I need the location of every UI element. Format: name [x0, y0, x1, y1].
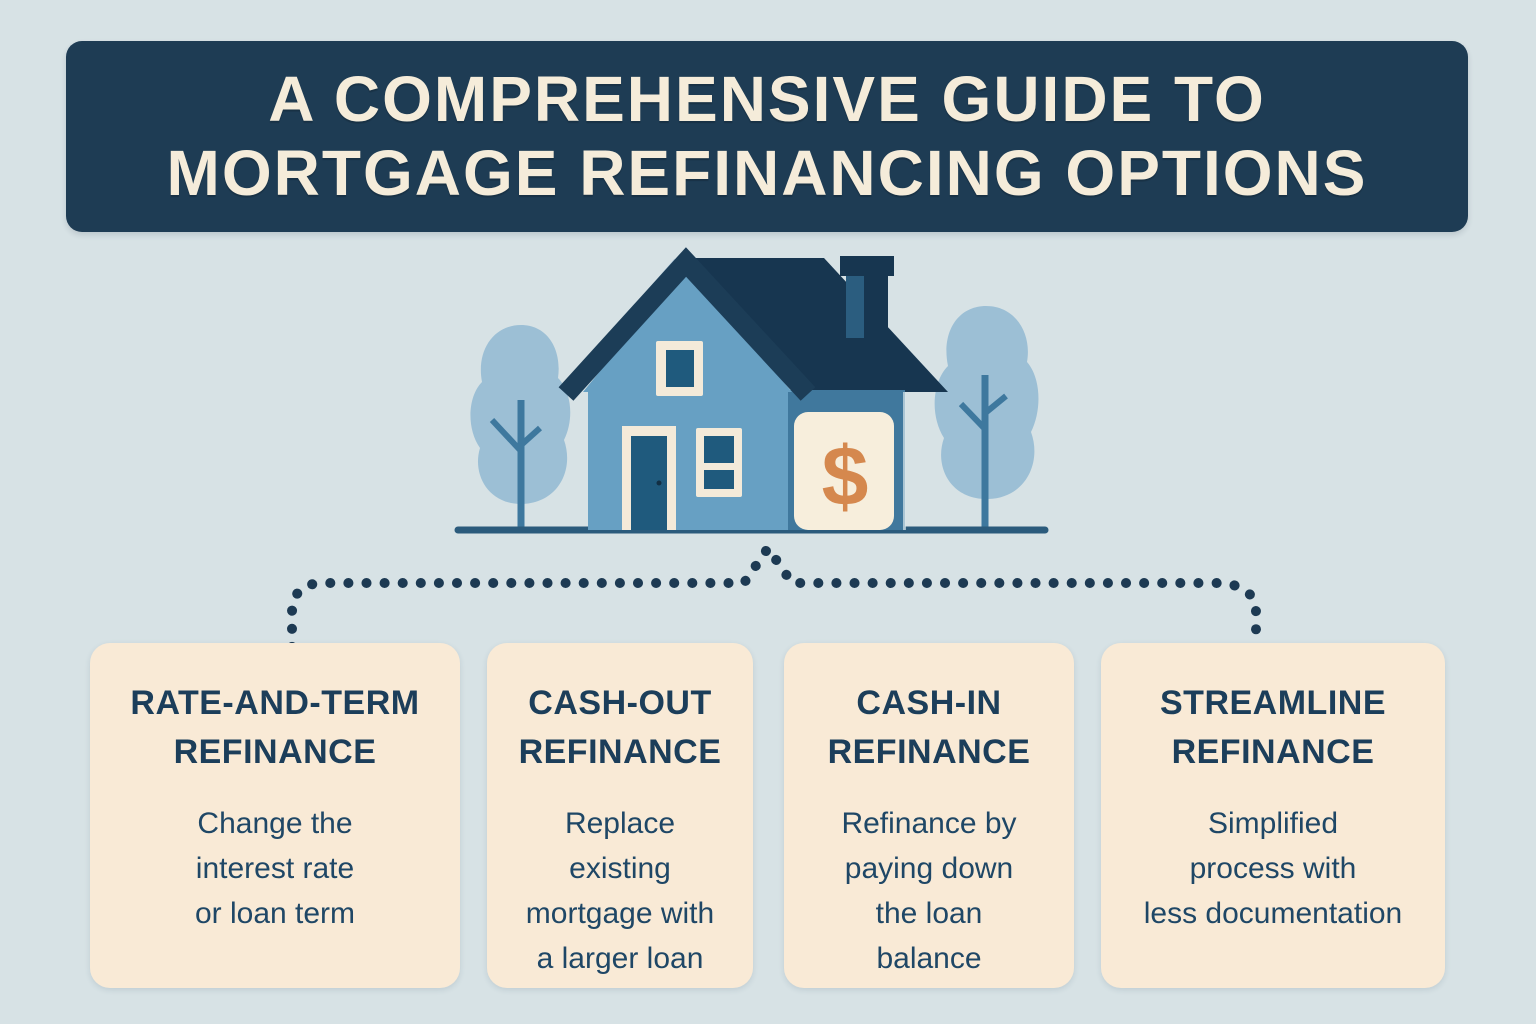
connector-path: [287, 539, 1261, 652]
house-illustration: $: [454, 247, 1049, 534]
chimney-cap: [840, 256, 894, 276]
card-body: Simplified process with less documentati…: [1143, 806, 1403, 930]
upper-window: [656, 341, 703, 396]
card-title: CASH-OUT REFINANCE: [518, 684, 722, 771]
price-tag: $: [794, 412, 894, 530]
card-body: Replace existing mortgage with a larger …: [525, 806, 715, 975]
card-title: RATE-AND-TERM REFINANCE: [130, 684, 420, 771]
dotted-connector: [287, 539, 1261, 652]
card-cash-out-refinance: CASH-OUT REFINANCE Replace existing mort…: [487, 643, 753, 988]
card-title: CASH-IN REFINANCE: [827, 684, 1031, 771]
tree-branch: [517, 425, 543, 449]
card-cash-in-refinance: CASH-IN REFINANCE Refinance by paying do…: [784, 643, 1074, 988]
gable-roof: [558, 247, 816, 401]
tree-branch: [489, 417, 523, 453]
roof: [686, 258, 948, 392]
left-tree-icon: [470, 325, 571, 530]
card-body: Change the interest rate or loan term: [194, 806, 356, 930]
page-title: A COMPREHENSIVE GUIDE TO MORTGAGE REFINA…: [166, 62, 1368, 209]
door-handle: [656, 480, 662, 486]
card-streamline-refinance: STREAMLINE REFINANCE Simplified process …: [1101, 643, 1445, 988]
card-title: STREAMLINE REFINANCE: [1160, 684, 1386, 771]
door: [622, 426, 676, 530]
gable: [583, 266, 792, 392]
tree-branch: [982, 393, 1008, 417]
house-front-wall: [588, 390, 788, 530]
dollar-sign-icon: $: [822, 429, 869, 523]
house-icon: $: [558, 247, 948, 530]
right-tree-icon: [934, 306, 1039, 530]
header-banner: A COMPREHENSIVE GUIDE TO MORTGAGE REFINA…: [66, 41, 1468, 232]
card-rate-and-term-refinance: RATE-AND-TERM REFINANCE Change the inter…: [90, 643, 460, 988]
lower-window: [696, 428, 742, 497]
card-body: Refinance by paying down the loan balanc…: [841, 806, 1017, 975]
tree-branch: [958, 401, 987, 431]
